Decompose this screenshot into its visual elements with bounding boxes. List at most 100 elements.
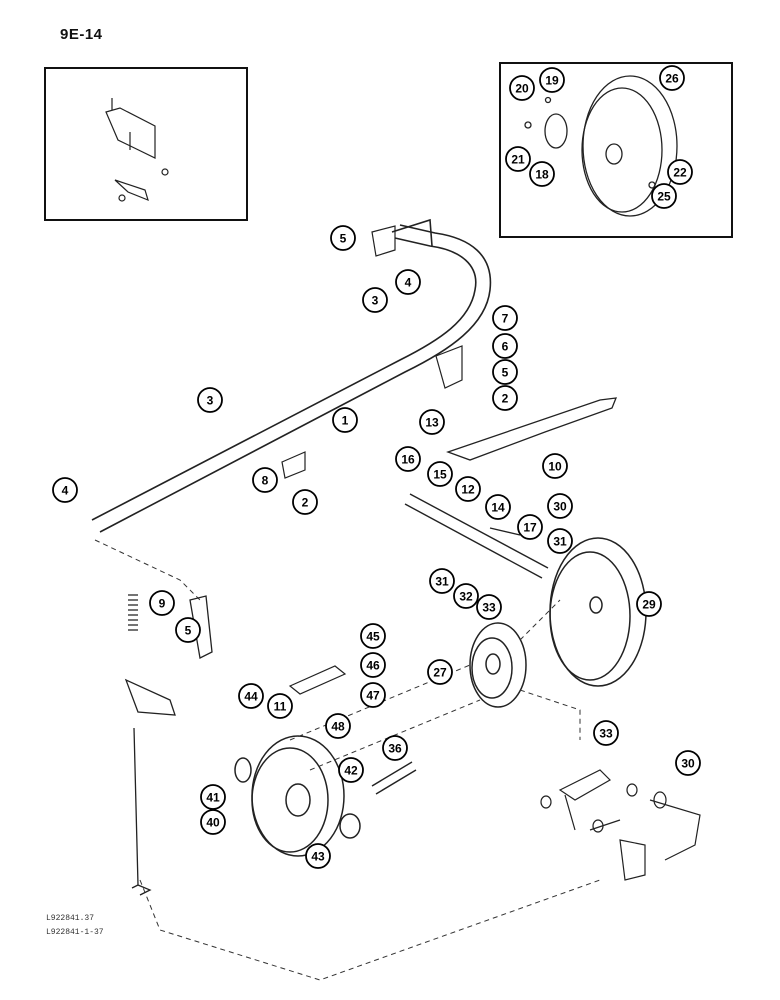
callout-label: 20	[515, 82, 529, 96]
callout-label: 42	[344, 764, 358, 778]
callout-30: 30	[547, 493, 573, 519]
ref-code-2: L922841-1-37	[46, 928, 104, 937]
callout-12: 12	[455, 476, 481, 502]
callout-10: 10	[542, 453, 568, 479]
callout-label: 45	[366, 630, 380, 644]
callout-label: 19	[545, 74, 559, 88]
callout-label: 14	[491, 501, 505, 515]
callout-label: 44	[244, 690, 258, 704]
callout-19: 19	[539, 67, 565, 93]
callout-label: 18	[535, 168, 549, 182]
callout-label: 3	[372, 294, 379, 308]
callout-label: 48	[331, 720, 345, 734]
callout-label: 33	[599, 727, 613, 741]
callout-31: 31	[547, 528, 573, 554]
callout-label: 7	[502, 312, 509, 326]
callout-3: 3	[362, 287, 388, 313]
callout-label: 4	[405, 276, 412, 290]
callout-44: 44	[238, 683, 264, 709]
callout-3: 3	[197, 387, 223, 413]
idler-lever-assembly	[540, 769, 701, 881]
inset-box-right	[499, 62, 733, 238]
callout-42: 42	[338, 757, 364, 783]
callout-18: 18	[529, 161, 555, 187]
bracket-11	[288, 665, 347, 695]
callout-label: 43	[311, 850, 325, 864]
shaft	[404, 493, 549, 579]
callout-label: 21	[511, 153, 525, 167]
callout-6: 6	[492, 333, 518, 359]
pulleys	[234, 537, 647, 857]
callout-45: 45	[360, 623, 386, 649]
callout-25: 25	[651, 183, 677, 209]
callout-label: 30	[553, 500, 567, 514]
callout-41: 41	[200, 784, 226, 810]
callout-9: 9	[149, 590, 175, 616]
callout-29: 29	[636, 591, 662, 617]
callout-15: 15	[427, 461, 453, 487]
callouts-layer: 1223344555678910111213141516171819202122…	[52, 65, 701, 869]
callout-label: 3	[207, 394, 214, 408]
callout-26: 26	[659, 65, 685, 91]
callout-4: 4	[52, 477, 78, 503]
callout-label: 5	[185, 624, 192, 638]
page-code: 9E-14	[60, 26, 103, 43]
callout-label: 25	[657, 190, 671, 204]
callout-4: 4	[395, 269, 421, 295]
callout-8: 8	[252, 467, 278, 493]
callout-2: 2	[292, 489, 318, 515]
callout-43: 43	[305, 843, 331, 869]
callout-label: 26	[665, 72, 679, 86]
callout-14: 14	[485, 494, 511, 520]
callout-label: 11	[274, 700, 287, 714]
callout-label: 46	[366, 659, 380, 673]
callout-20: 20	[509, 75, 535, 101]
callout-5: 5	[330, 225, 356, 251]
callout-label: 47	[366, 689, 380, 703]
callout-label: 16	[401, 453, 415, 467]
callout-47: 47	[360, 682, 386, 708]
callout-31: 31	[429, 568, 455, 594]
callout-label: 41	[206, 791, 220, 805]
spring-rod-assembly	[124, 594, 213, 896]
callout-27: 27	[427, 659, 453, 685]
callout-label: 27	[433, 666, 447, 680]
callout-label: 36	[388, 742, 402, 756]
idler-arm	[446, 397, 618, 461]
callout-48: 48	[325, 713, 351, 739]
spacer-36	[371, 761, 417, 795]
callout-label: 10	[548, 460, 562, 474]
callout-36: 36	[382, 735, 408, 761]
callout-label: 2	[502, 392, 509, 406]
callout-label: 31	[435, 575, 449, 589]
callout-label: 5	[502, 366, 509, 380]
callout-label: 8	[262, 474, 269, 488]
callout-40: 40	[200, 809, 226, 835]
callout-7: 7	[492, 305, 518, 331]
callout-46: 46	[360, 652, 386, 678]
callout-17: 17	[517, 514, 543, 540]
callout-label: 32	[459, 590, 473, 604]
callout-label: 15	[433, 468, 447, 482]
callout-2: 2	[492, 385, 518, 411]
mount-brackets	[281, 225, 463, 479]
callout-33: 33	[593, 720, 619, 746]
callout-32: 32	[453, 583, 479, 609]
callout-5: 5	[492, 359, 518, 385]
callout-16: 16	[395, 446, 421, 472]
shield-bar	[91, 218, 492, 533]
callout-label: 31	[553, 535, 567, 549]
callout-33: 33	[476, 594, 502, 620]
callout-label: 1	[342, 414, 349, 428]
ref-code-1: L922841.37	[46, 914, 95, 923]
callout-label: 17	[523, 521, 537, 535]
callout-label: 2	[302, 496, 309, 510]
inset-box-left	[44, 67, 248, 221]
callout-label: 6	[502, 340, 509, 354]
callout-5: 5	[175, 617, 201, 643]
callout-label: 30	[681, 757, 695, 771]
callout-label: 5	[340, 232, 347, 246]
callout-label: 13	[425, 416, 439, 430]
callout-22: 22	[667, 159, 693, 185]
